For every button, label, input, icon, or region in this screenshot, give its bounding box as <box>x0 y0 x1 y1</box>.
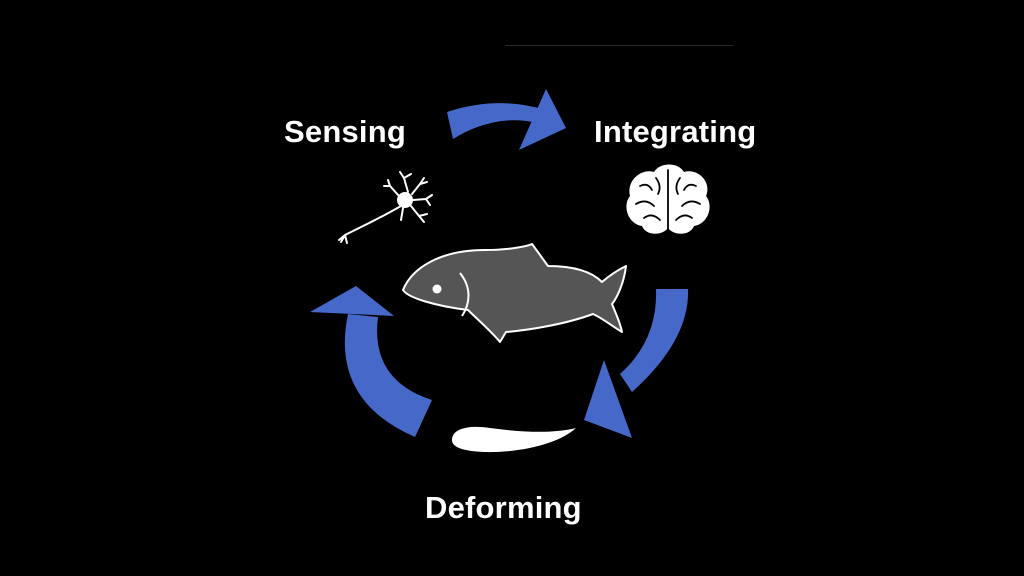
fish-icon <box>402 243 627 343</box>
brain-icon <box>626 164 710 234</box>
top-divider-line <box>505 45 733 46</box>
fish-body-curve-icon <box>452 426 576 453</box>
arrow-deforming-to-sensing <box>310 286 432 437</box>
label-sensing: Sensing <box>284 114 406 149</box>
label-integrating: Integrating <box>594 114 757 149</box>
label-deforming: Deforming <box>425 490 582 525</box>
arrow-sensing-to-integrating <box>447 89 566 150</box>
neuron-icon <box>338 171 433 244</box>
arrow-integrating-to-deforming <box>584 289 689 438</box>
